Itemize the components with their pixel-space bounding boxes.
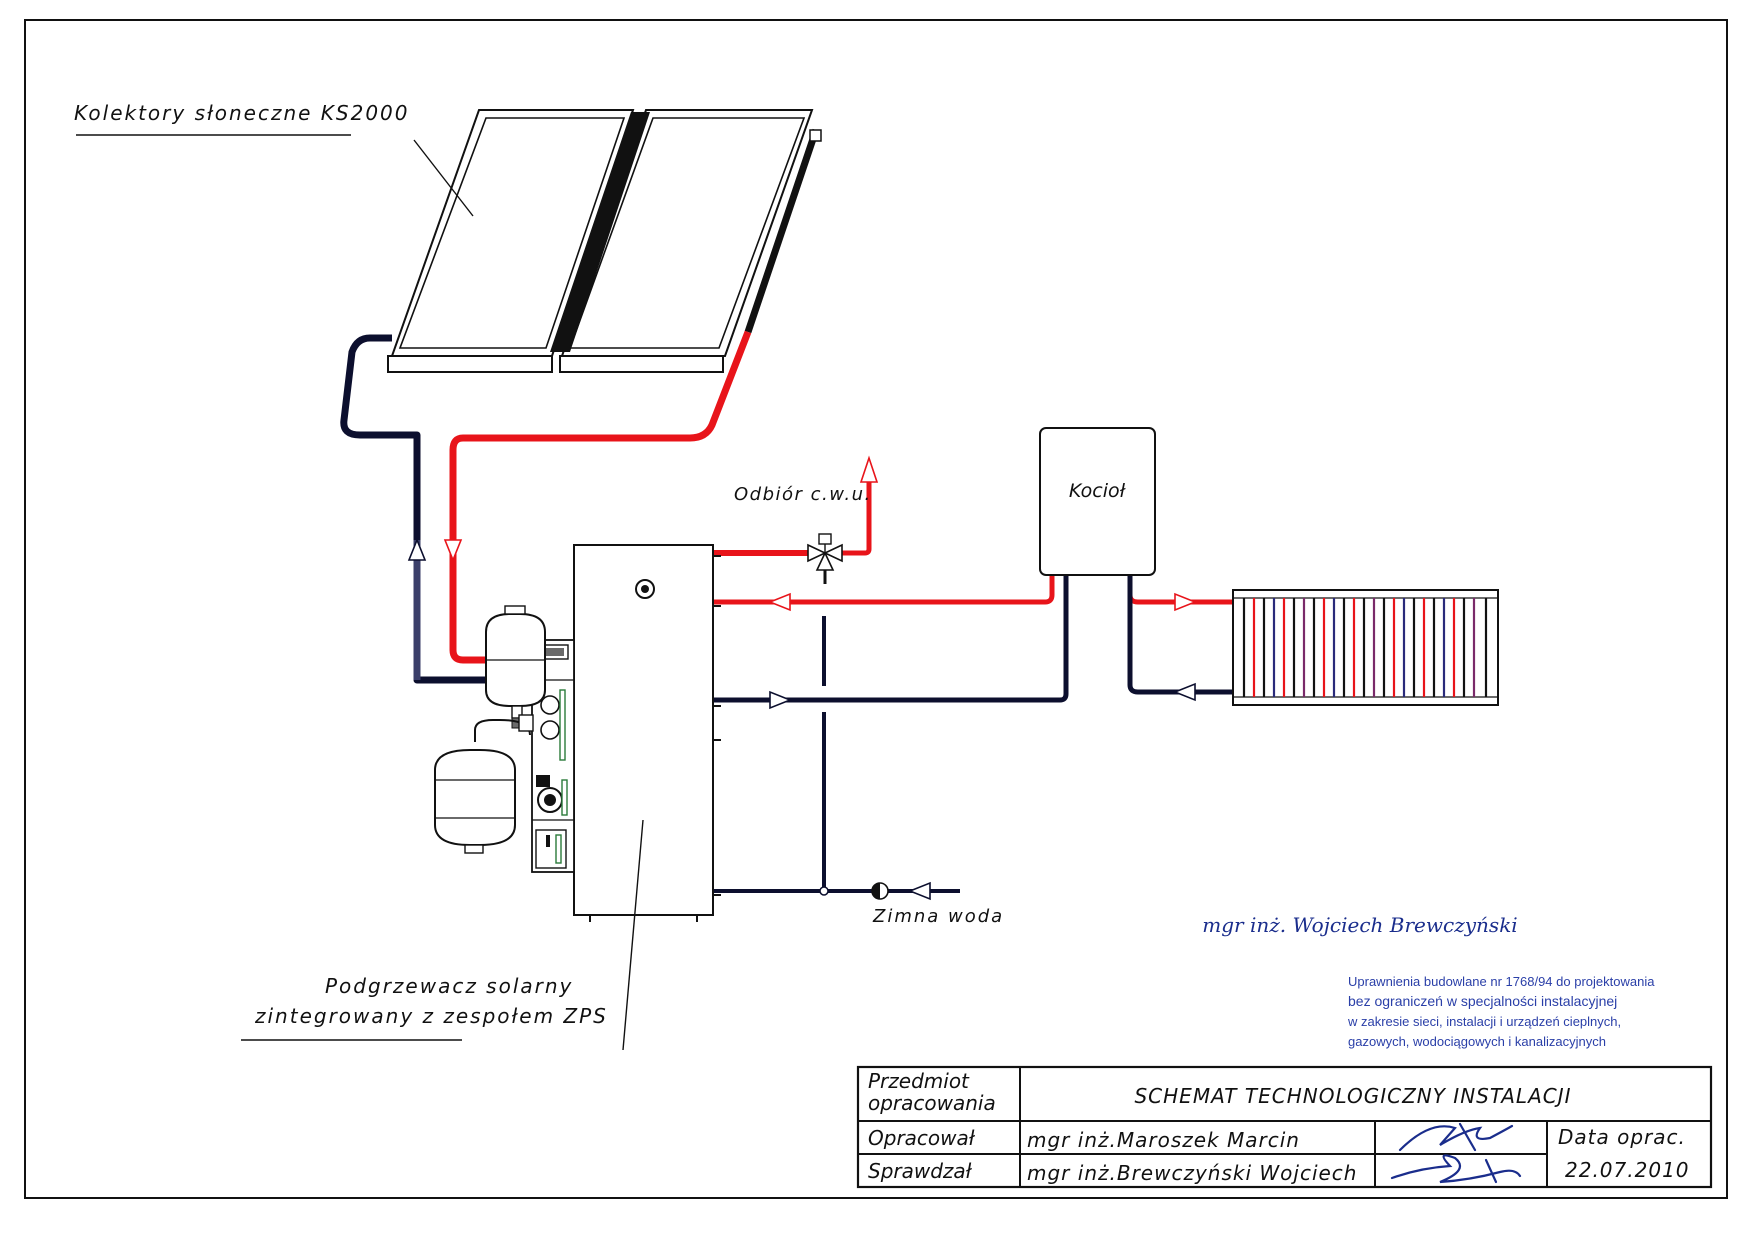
check-valve-icon: [871, 882, 889, 900]
boiler-supply-pipe: [713, 575, 1055, 605]
signature-maroszek: [1398, 1122, 1514, 1152]
checked-label: Sprawdzał: [868, 1159, 973, 1183]
stamp-line-4: gazowych, wodociągowych i kanalizacyjnyc…: [1348, 1034, 1606, 1049]
radiator-icon: [1232, 589, 1499, 706]
hot-water-pipe: [713, 480, 872, 556]
radiator-return-arrow-icon: [1172, 682, 1196, 702]
radiator-return-pipe: [1127, 575, 1233, 695]
prepared-label: Opracował: [868, 1126, 976, 1150]
solar-water-heater: [573, 544, 721, 1051]
cold-water-label: Zimna woda: [872, 906, 1004, 927]
subject-value: SCHEMAT TECHNOLOGICZNY INSTALACJI: [1134, 1084, 1571, 1108]
cold-water-pipe: [713, 616, 960, 893]
radiator-supply-arrow-icon: [1174, 592, 1198, 612]
subject-label-2: opracowania: [868, 1091, 996, 1115]
boiler-supply-arrow-icon: [767, 592, 791, 612]
boiler-unit: [1039, 427, 1156, 576]
boiler-label: Kocioł: [1069, 480, 1127, 502]
collectors-label: Kolektory słoneczne KS2000: [74, 101, 410, 125]
mixing-valve-icon: [807, 533, 843, 584]
expansion-vessel-solar-icon: [485, 605, 546, 729]
solar-collectors: [76, 109, 822, 373]
drawing-border: [24, 19, 1728, 1199]
heater-label-line-2: zintegrowany z zespołem ZPS: [254, 1004, 608, 1028]
stamp-name: mgr inż. Wojciech Brewczyński: [1202, 913, 1517, 937]
solar-return-pipe: [340, 334, 485, 684]
stamp-line-2: bez ograniczeń w specjalności instalacyj…: [1348, 993, 1617, 1009]
heater-label-line-1: Podgrzewacz solarny: [325, 974, 573, 998]
expansion-vessel-dhw-icon: [434, 714, 534, 854]
subject-label-1: Przedmiot: [868, 1069, 970, 1093]
engineer-stamp: mgr inż. Wojciech Brewczyński Uprawnieni…: [1202, 913, 1655, 1049]
solar-supply-pipe: [449, 330, 752, 664]
boiler-return-arrow-icon: [769, 690, 793, 710]
flow-arrow-down-icon: [443, 539, 463, 563]
date-value: 22.07.2010: [1565, 1158, 1690, 1182]
signature-brewczynski: [1390, 1154, 1522, 1184]
hot-water-label: Odbiór c.w.u.: [734, 484, 872, 505]
boiler-return-pipe: [713, 575, 1069, 703]
flow-arrow-up-icon: [407, 537, 427, 561]
cold-water-arrow-icon: [907, 881, 931, 901]
junction-icon: [819, 886, 829, 896]
stamp-line-1: Uprawnienia budowlane nr 1768/94 do proj…: [1348, 974, 1655, 989]
stamp-line-3: w zakresie sieci, instalacji i urządzeń …: [1347, 1014, 1621, 1029]
checked-value: mgr inż.Brewczyński Wojciech: [1027, 1161, 1357, 1185]
prepared-value: mgr inż.Maroszek Marcin: [1027, 1128, 1300, 1152]
title-block: [856, 1065, 1713, 1189]
date-label: Data oprac.: [1558, 1125, 1686, 1149]
hot-water-arrow-icon: [859, 455, 879, 483]
